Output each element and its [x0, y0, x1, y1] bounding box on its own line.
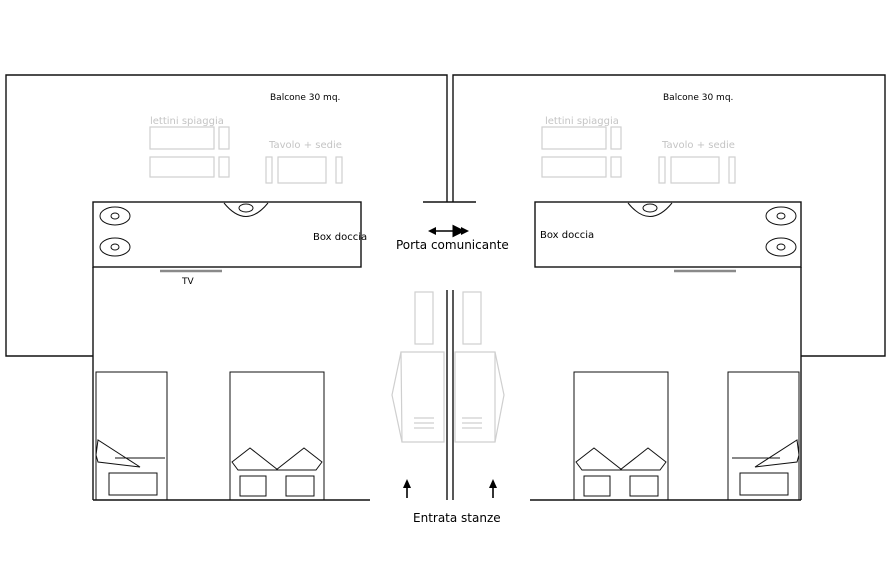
tv-label: TV: [181, 277, 194, 287]
left-table-chairs: [265, 156, 343, 184]
up-arrow-icon: [489, 479, 497, 498]
left-sink-top: [99, 206, 131, 226]
left-balcony-outline: [5, 74, 448, 357]
left-toilet: [223, 202, 269, 217]
right-table-chairs: [658, 156, 736, 184]
left-balcone-label: Balcone 30 mq.: [270, 93, 340, 103]
left-sink-bottom: [99, 237, 131, 257]
right-single-bed: [727, 371, 800, 501]
right-lettini-label: lettini spiaggia: [545, 116, 619, 127]
left-double-bed: [229, 371, 325, 501]
left-bathroom: [92, 201, 362, 268]
entrata-stanze-label: Entrata stanze: [413, 511, 501, 525]
right-toilet: [627, 202, 673, 217]
left-box-doccia-label: Box doccia: [313, 232, 367, 243]
left-wardrobe: [414, 291, 434, 345]
left-unit: Box doccia TV Balcone 30 mq. lettini spi…: [5, 74, 448, 501]
right-bathroom: [534, 201, 802, 268]
right-balcone-label: Balcone 30 mq.: [663, 93, 733, 103]
right-tavolo-label: Tavolo + sedie: [661, 140, 735, 151]
left-desk-unit: [391, 351, 445, 443]
up-arrow-icon: [403, 479, 411, 498]
right-balcony-outline: [452, 74, 886, 357]
right-box-doccia-label: Box doccia: [540, 230, 594, 241]
left-sunbeds: [149, 126, 230, 178]
right-unit: Box doccia Balcone 30 mq. lettini spiagg…: [452, 74, 886, 501]
right-desk-unit: [454, 351, 505, 443]
left-single-bed: [95, 371, 168, 501]
left-tavolo-label: Tavolo + sedie: [268, 140, 342, 151]
left-lettini-label: lettini spiaggia: [150, 116, 224, 127]
right-wardrobe: [462, 291, 482, 345]
right-double-bed: [573, 371, 669, 501]
right-sink-bottom: [765, 237, 797, 257]
porta-comunicante-label: Porta comunicante: [396, 238, 509, 252]
double-arrow-icon: [428, 224, 469, 238]
right-sunbeds: [541, 126, 622, 178]
right-sink-top: [765, 206, 797, 226]
